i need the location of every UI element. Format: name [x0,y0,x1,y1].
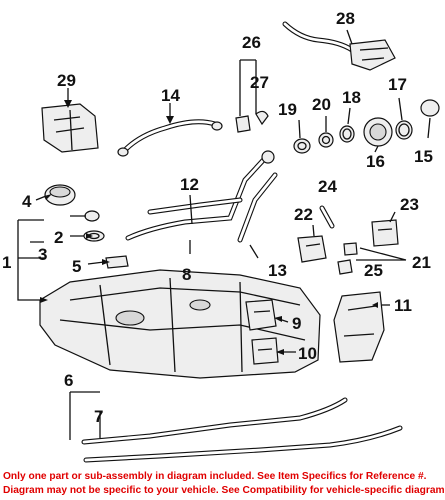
part-15-cap [420,99,440,117]
part-10-bracket [251,337,279,365]
disclaimer-line-2: Diagram may not be specific to your vehi… [3,485,445,496]
callout-29: 29 [57,71,76,90]
part-28-hose-assembly [282,21,396,71]
part-12-filler-pipe [125,150,278,243]
part-11-protector [333,291,385,363]
part-24-hose [319,205,335,229]
callout-24: 24 [318,177,337,196]
part-14-vent-hose [117,119,223,157]
part-25-connector [337,242,358,275]
callout-16: 16 [366,152,385,171]
part-16-sender-unit [363,117,393,147]
callout-17: 17 [388,75,407,94]
callout-20: 20 [312,95,331,114]
part-2-gasket [84,210,100,222]
part-5-pad [105,255,129,269]
callout-13: 13 [268,261,287,280]
callout-22: 22 [294,205,313,224]
part-9-bracket [245,299,277,331]
callout-6: 6 [64,371,73,390]
callout-5: 5 [72,257,81,276]
callout-11: 11 [394,296,412,315]
callout-21: 21 [412,253,431,272]
part-22-valve [297,235,327,263]
part-4-cap [44,184,76,206]
callout-2: 2 [54,228,63,247]
callout-28: 28 [336,9,355,28]
disclaimer-line-1: Only one part or sub-assembly in diagram… [3,471,427,482]
callout-12: 12 [180,175,199,194]
leader-lines [17,29,431,440]
callout-8: 8 [182,265,191,284]
callout-18: 18 [342,88,361,107]
callout-14: 14 [161,86,180,105]
callout-25: 25 [364,261,383,280]
callout-15: 15 [414,147,433,166]
part-23-vsv [371,219,399,247]
disclaimer-banner: Only one part or sub-assembly in diagram… [0,470,445,500]
callout-arrows [40,100,378,355]
callout-10: 10 [298,344,317,363]
part-29-bracket [41,103,99,153]
part-17-seal-ring [395,120,413,140]
callout-1: 1 [2,253,11,272]
callout-23: 23 [400,195,419,214]
part-1-fuel-tank [39,269,321,379]
part-18-retainer [339,125,355,143]
callout-26: 26 [242,33,261,52]
part-26-27-clamps [235,110,269,133]
callout-3: 3 [38,245,47,264]
part-6-7-straps [81,397,403,463]
callout-19: 19 [278,100,297,119]
part-19-gasket [293,138,311,154]
callout-7: 7 [94,407,103,426]
part-20-ring [318,132,334,148]
callout-4: 4 [22,192,32,211]
part-3-ring [83,230,105,242]
callout-27: 27 [250,73,269,92]
callout-9: 9 [292,314,301,333]
